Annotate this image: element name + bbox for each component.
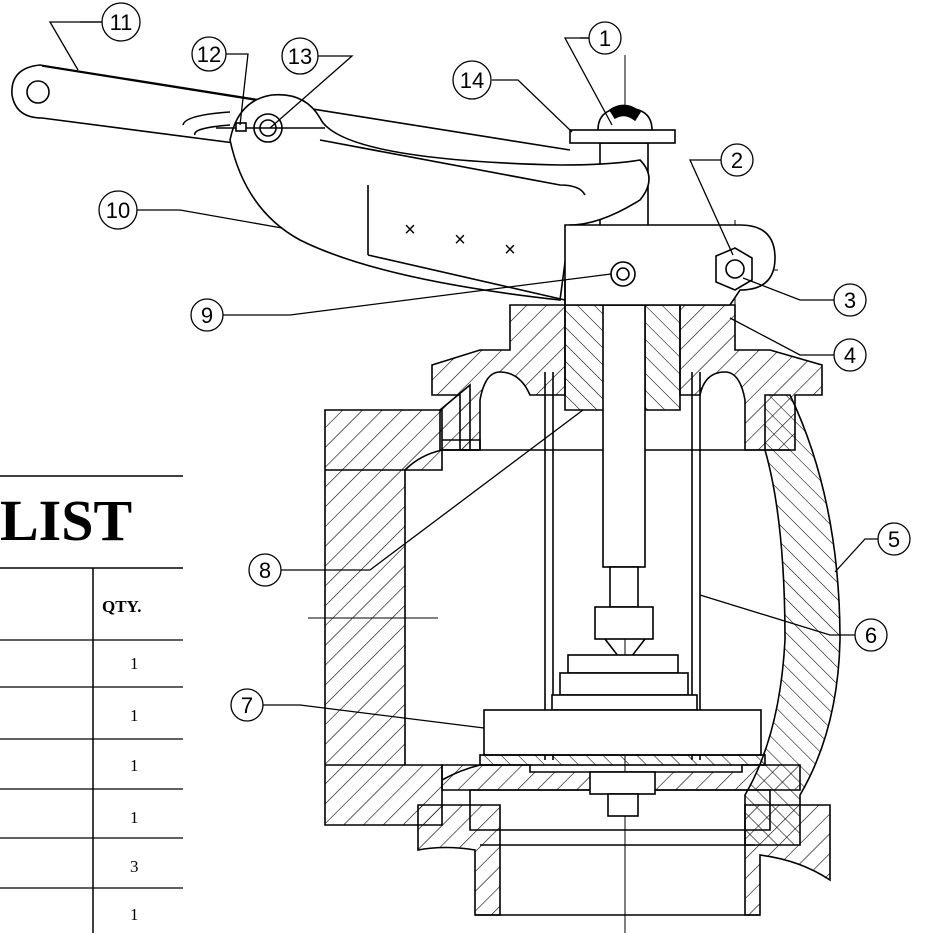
valve-disc — [479, 709, 766, 817]
callout-circle — [248, 553, 282, 587]
leader-lines — [48, 21, 878, 729]
callout-numbers: 1 2 3 4 5 6 7 8 9 10 11 12 13 14 — [106, 10, 900, 718]
callout-circle — [854, 618, 888, 652]
x-mark: × — [454, 229, 466, 251]
x-mark: × — [504, 239, 516, 261]
callout-number: 5 — [888, 527, 900, 552]
callout-circle — [230, 688, 264, 722]
fasteners — [216, 113, 753, 291]
callout-circle — [281, 37, 319, 75]
callout-number: 7 — [241, 693, 253, 718]
callout-number: 13 — [288, 44, 312, 69]
callout-circle — [452, 60, 492, 100]
qty-column-header: QTY. — [102, 597, 142, 616]
callout-circle — [190, 298, 224, 332]
callout-number: 8 — [259, 558, 271, 583]
callout-circle — [833, 283, 867, 317]
qty-cell: 1 — [130, 808, 139, 827]
callout-number: 3 — [844, 288, 856, 313]
callout-circle — [720, 143, 754, 177]
lever-assembly — [11, 64, 776, 306]
callout-circle — [101, 2, 141, 42]
knurl-marks: × × × — [404, 219, 516, 261]
callout-circle — [191, 36, 227, 72]
callout-number: 10 — [106, 198, 130, 223]
qty-cell: 1 — [130, 756, 139, 775]
qty-cell: 1 — [130, 654, 139, 673]
x-mark: × — [404, 219, 416, 241]
callout-circle — [588, 21, 622, 55]
parts-list-title: LIST — [0, 488, 132, 553]
callout-number: 11 — [110, 10, 133, 35]
callout-number: 9 — [201, 303, 213, 328]
qty-cell: 1 — [130, 706, 139, 725]
valve-stem — [551, 304, 698, 711]
callout-circle — [877, 522, 911, 556]
callout-number: 6 — [865, 623, 877, 648]
callout-number: 2 — [731, 148, 743, 173]
parts-list-table: LIST QTY. 1 1 1 1 3 1 — [0, 475, 183, 933]
callout-circle — [98, 190, 138, 230]
callout-number: 4 — [844, 343, 856, 368]
callout-number: 14 — [460, 68, 484, 93]
callout-balloons — [98, 2, 911, 722]
callout-number: 1 — [599, 26, 611, 51]
qty-cell: 1 — [130, 905, 139, 924]
qty-cell: 3 — [130, 857, 139, 876]
callout-number: 12 — [197, 42, 221, 67]
valve-body — [324, 383, 841, 916]
callout-circle — [833, 338, 867, 372]
